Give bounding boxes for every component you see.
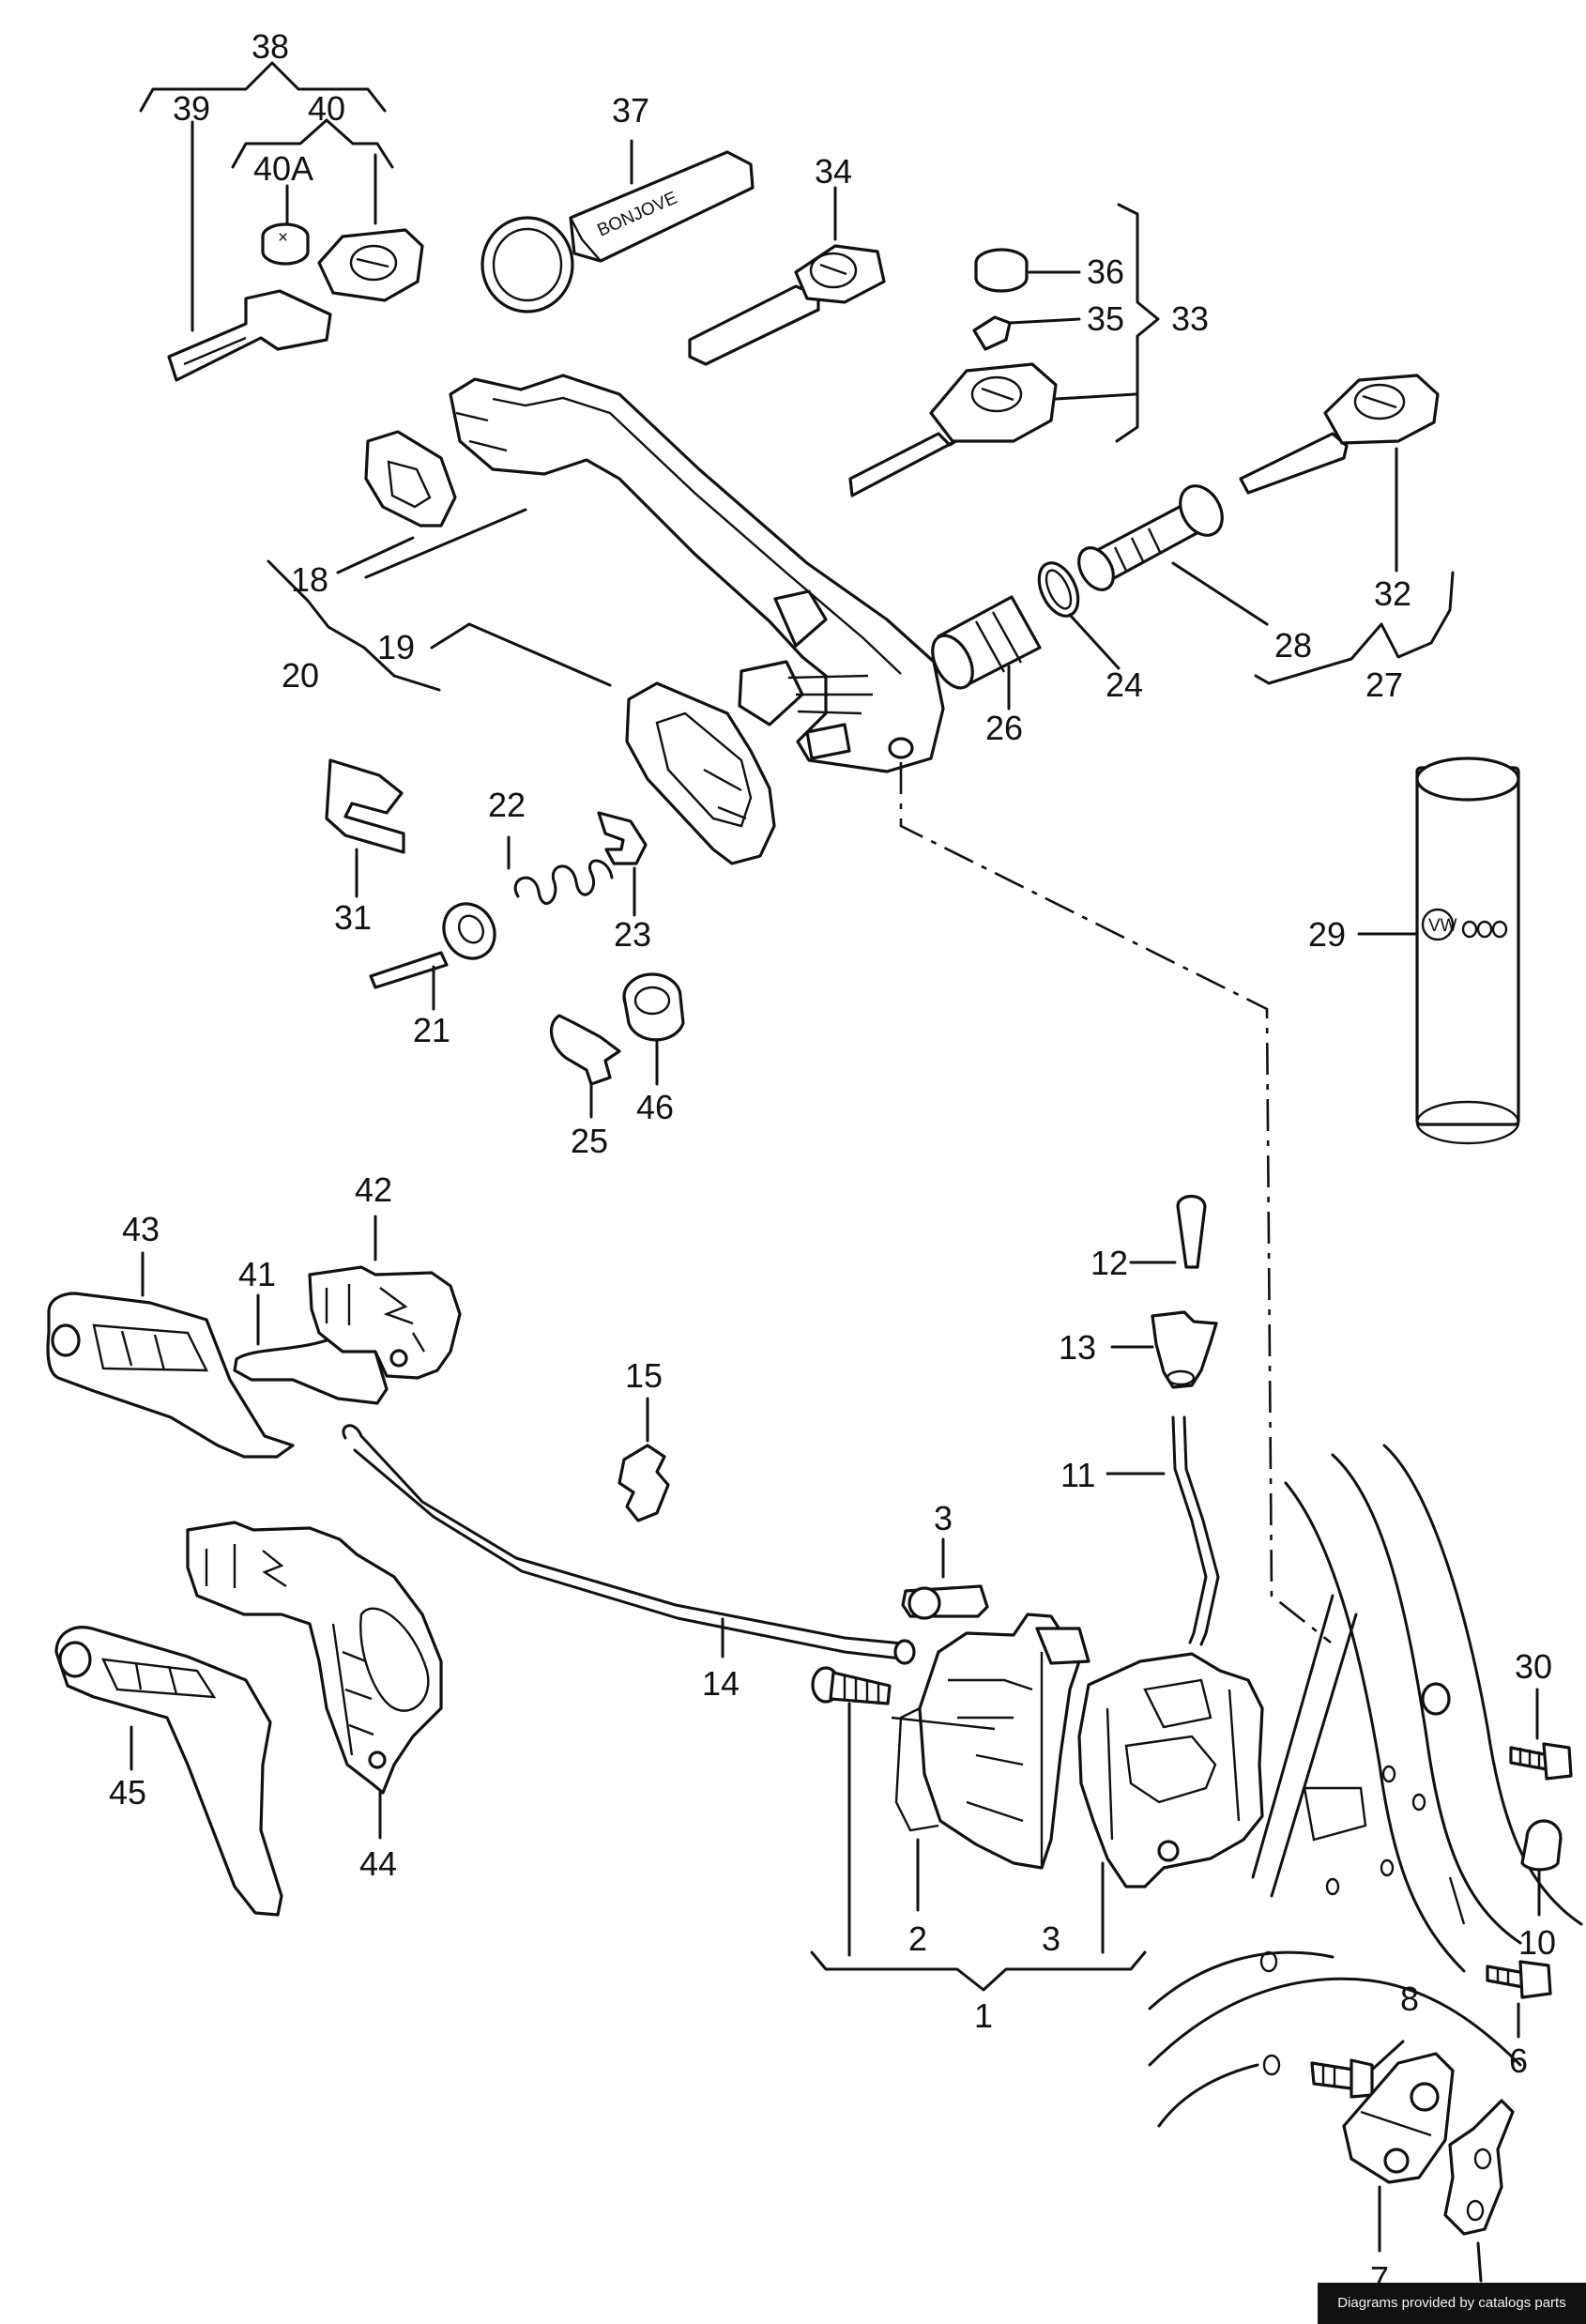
credit-banner: Diagrams provided by catalogs parts bbox=[1318, 2283, 1586, 2324]
label-34: 34 bbox=[815, 152, 852, 191]
label-43: 43 bbox=[122, 1210, 160, 1248]
handle-frame-42 bbox=[308, 1215, 462, 1380]
label-46: 46 bbox=[636, 1088, 674, 1126]
lock-cylinder-28 bbox=[1077, 484, 1269, 626]
actuator-link-dashed bbox=[899, 762, 1332, 1644]
label-10: 10 bbox=[1518, 1923, 1556, 1962]
key-blank-39 bbox=[167, 289, 332, 382]
lock-3 bbox=[1077, 1652, 1264, 1954]
key-34 bbox=[688, 186, 886, 366]
lock-housing-2 bbox=[891, 1613, 1090, 1912]
label-3-bottom: 3 bbox=[1042, 1919, 1060, 1958]
label-41: 41 bbox=[238, 1255, 276, 1293]
handle-45 bbox=[54, 1626, 283, 1917]
key-set-bracket bbox=[139, 61, 394, 332]
svg-text:VW: VW bbox=[1428, 916, 1457, 936]
label-32: 32 bbox=[1374, 574, 1411, 613]
bolt-30 bbox=[1509, 1688, 1573, 1781]
bolt-6 bbox=[1486, 1960, 1552, 2039]
label-14: 14 bbox=[702, 1664, 740, 1703]
label-37: 37 bbox=[612, 91, 649, 130]
spray-can-29: VW bbox=[1357, 757, 1520, 1145]
rod-11 bbox=[1106, 1415, 1220, 1646]
gasket-19 bbox=[430, 622, 776, 865]
label-18: 18 bbox=[291, 560, 328, 599]
label-30: 30 bbox=[1515, 1647, 1552, 1686]
label-27: 27 bbox=[1365, 665, 1403, 704]
sleeve-26 bbox=[931, 595, 1042, 711]
svg-text:×: × bbox=[278, 228, 288, 248]
part-number-labels: 38 39 40 40A 37 34 36 35 33 18 32 19 28 … bbox=[109, 27, 1556, 2298]
cap-10 bbox=[1520, 1819, 1563, 1917]
label-44: 44 bbox=[359, 1844, 397, 1883]
striker-7 bbox=[1342, 2052, 1455, 2253]
label-35: 35 bbox=[1087, 299, 1124, 338]
key-32 bbox=[1239, 374, 1440, 573]
label-15: 15 bbox=[625, 1356, 663, 1395]
door-body bbox=[1148, 1444, 1583, 2128]
label-39: 39 bbox=[173, 89, 210, 128]
label-31: 31 bbox=[334, 898, 372, 937]
label-13: 13 bbox=[1059, 1328, 1096, 1367]
label-26: 26 bbox=[985, 709, 1023, 747]
knob-12 bbox=[1129, 1194, 1207, 1269]
label-28: 28 bbox=[1274, 626, 1312, 665]
cable-14 bbox=[342, 1424, 916, 1665]
clip-23 bbox=[597, 811, 648, 917]
plate-striker bbox=[1443, 2099, 1515, 2283]
label-24: 24 bbox=[1106, 665, 1143, 704]
handle-trim-43 bbox=[46, 1251, 295, 1459]
clip-15 bbox=[618, 1397, 670, 1522]
label-38: 38 bbox=[252, 27, 289, 66]
keyring-37: BONJOVE bbox=[480, 139, 755, 313]
clip-31 bbox=[325, 758, 405, 898]
bolt-2 bbox=[811, 1666, 892, 1957]
label-6: 6 bbox=[1509, 2041, 1528, 2080]
bracket-1 bbox=[810, 1950, 1147, 1992]
connector-3 bbox=[901, 1537, 989, 1620]
label-2: 2 bbox=[908, 1919, 927, 1958]
ring-46 bbox=[622, 972, 685, 1086]
label-36: 36 bbox=[1087, 252, 1124, 291]
gasket-18 bbox=[336, 430, 527, 579]
label-40a: 40A bbox=[253, 149, 313, 188]
label-12: 12 bbox=[1090, 1244, 1128, 1282]
label-8: 8 bbox=[1400, 1980, 1419, 2018]
label-1: 1 bbox=[974, 1996, 993, 2035]
label-45: 45 bbox=[109, 1773, 146, 1812]
handle-20 bbox=[449, 374, 945, 773]
bolt-8 bbox=[1310, 2040, 1405, 2099]
label-42: 42 bbox=[355, 1170, 392, 1209]
label-40: 40 bbox=[308, 89, 345, 128]
label-20: 20 bbox=[282, 656, 319, 695]
label-22: 22 bbox=[488, 786, 526, 824]
clip-25 bbox=[549, 1014, 621, 1119]
label-3-top: 3 bbox=[934, 1499, 953, 1537]
pin-21 bbox=[369, 902, 496, 1011]
cap-40a: × bbox=[261, 222, 310, 266]
oring-24 bbox=[1037, 561, 1121, 670]
label-21: 21 bbox=[413, 1011, 450, 1049]
key-group-33 bbox=[848, 203, 1160, 497]
spring-22 bbox=[507, 835, 614, 905]
label-33: 33 bbox=[1171, 299, 1209, 338]
label-11: 11 bbox=[1060, 1456, 1095, 1494]
key-head-40 bbox=[317, 228, 424, 302]
handle-frame-44 bbox=[186, 1521, 443, 1840]
label-25: 25 bbox=[571, 1122, 608, 1160]
label-19: 19 bbox=[377, 628, 415, 666]
label-29: 29 bbox=[1308, 915, 1346, 954]
bracket-20 bbox=[267, 559, 441, 692]
label-23: 23 bbox=[614, 915, 651, 954]
bracket-27 bbox=[1254, 571, 1455, 685]
grommet-13 bbox=[1110, 1310, 1218, 1389]
